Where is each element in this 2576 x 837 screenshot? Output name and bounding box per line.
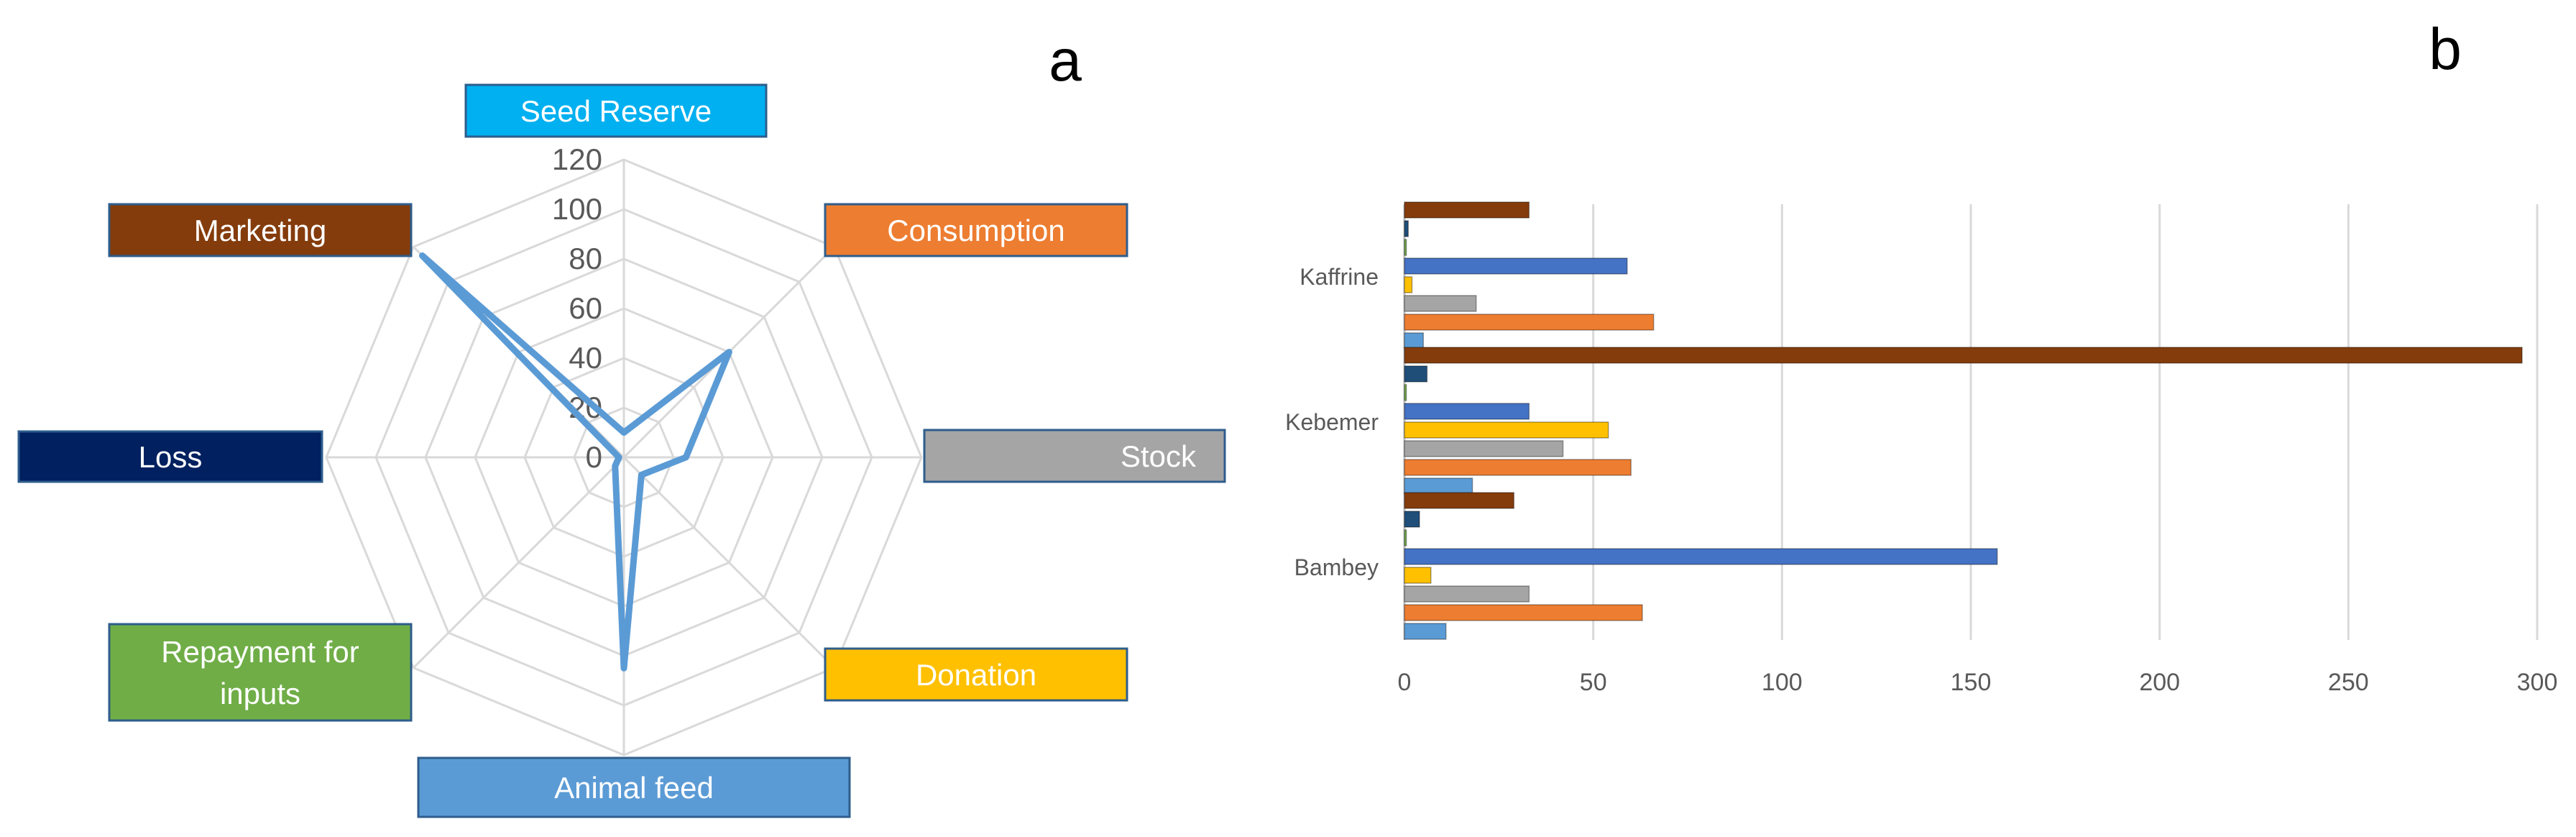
radar-axis-label-box: [108, 203, 413, 257]
radar-spoke: [622, 456, 835, 669]
bar-mark: [1404, 421, 1609, 439]
bar-mark: [1404, 604, 1643, 621]
radar-series-line: [419, 252, 732, 672]
bar-x-tick-label: 100: [1762, 669, 1803, 696]
bar-category-label: Bambey: [1294, 554, 1379, 580]
bar-x-tick-label: 300: [2517, 669, 2558, 696]
radar-axis-label: Seed Reserve: [520, 94, 712, 128]
panel-label-b: b: [2429, 17, 2462, 82]
radar-tick-label: 60: [569, 291, 602, 325]
radar-series: [419, 252, 732, 672]
radar-axis-label: Marketing: [194, 214, 326, 247]
radar-axis-label-box: [108, 623, 413, 722]
bar-category-label: Kebemer: [1285, 409, 1379, 435]
radar-axis-label: Stock: [1121, 439, 1197, 473]
radar-axis-label-box: [824, 203, 1128, 257]
radar-axis-label-box: [17, 430, 323, 483]
bar-mark: [1404, 314, 1655, 331]
radar-spoke: [413, 456, 625, 669]
radar-tick-label: 40: [569, 341, 602, 375]
bar-x-tick-label: 150: [1951, 669, 1992, 696]
radar-axis-label-box: [824, 647, 1128, 702]
bar-mark: [1404, 585, 1530, 603]
radar-tick-label: 80: [569, 242, 602, 275]
radar-axis-labels: Seed ReserveConsumptionStockDonationAnim…: [17, 83, 1226, 818]
bar-mark: [1404, 529, 1407, 546]
radar-axis-label: Consumption: [887, 214, 1064, 247]
bar-mark: [1404, 295, 1477, 312]
bar-mark: [1404, 548, 1998, 565]
radar-tick-label: 0: [586, 440, 602, 474]
bar-mark: [1404, 257, 1628, 275]
radar-axis-label-box: [464, 83, 768, 138]
radar-tick-label: 100: [552, 192, 602, 226]
bar-mark: [1404, 459, 1632, 476]
radar-axis-label: Donation: [916, 658, 1036, 692]
bar-x-tick-label: 250: [2328, 669, 2369, 696]
bar-mark: [1404, 220, 1409, 237]
radar-axis-label-box: [923, 429, 1226, 483]
radar-axis-label: Loss: [139, 440, 203, 474]
radar-tick-label: 120: [552, 142, 602, 176]
bar-mark: [1404, 365, 1428, 383]
bar-mark: [1404, 201, 1530, 219]
bar-category-label: Kaffrine: [1300, 264, 1379, 290]
bar-mark: [1404, 239, 1407, 256]
bar-mark: [1404, 347, 2523, 364]
bar-x-tick-label: 0: [1398, 669, 1412, 696]
bar-mark: [1404, 477, 1473, 495]
bar-x-tick-label: 50: [1580, 669, 1607, 696]
bar-mark: [1404, 403, 1530, 420]
bar-bars: [1404, 201, 2523, 640]
bar-x-tick-label: 200: [2139, 669, 2180, 696]
bar-mark: [1404, 623, 1447, 640]
panel-label-a: a: [1049, 28, 1082, 93]
radar-axis-label: Animal feed: [554, 771, 714, 805]
bar-mark: [1404, 332, 1425, 349]
bar-mark: [1404, 276, 1413, 293]
bar-mark: [1404, 492, 1515, 509]
bar-mark: [1404, 440, 1564, 457]
bar-mark: [1404, 384, 1407, 401]
bar-mark: [1404, 567, 1432, 584]
radar-axis-label-box: [417, 756, 851, 818]
bar-mark: [1404, 511, 1420, 528]
bar-x-tick-labels: 0 50 100 150 200 250 300: [1398, 669, 2558, 696]
